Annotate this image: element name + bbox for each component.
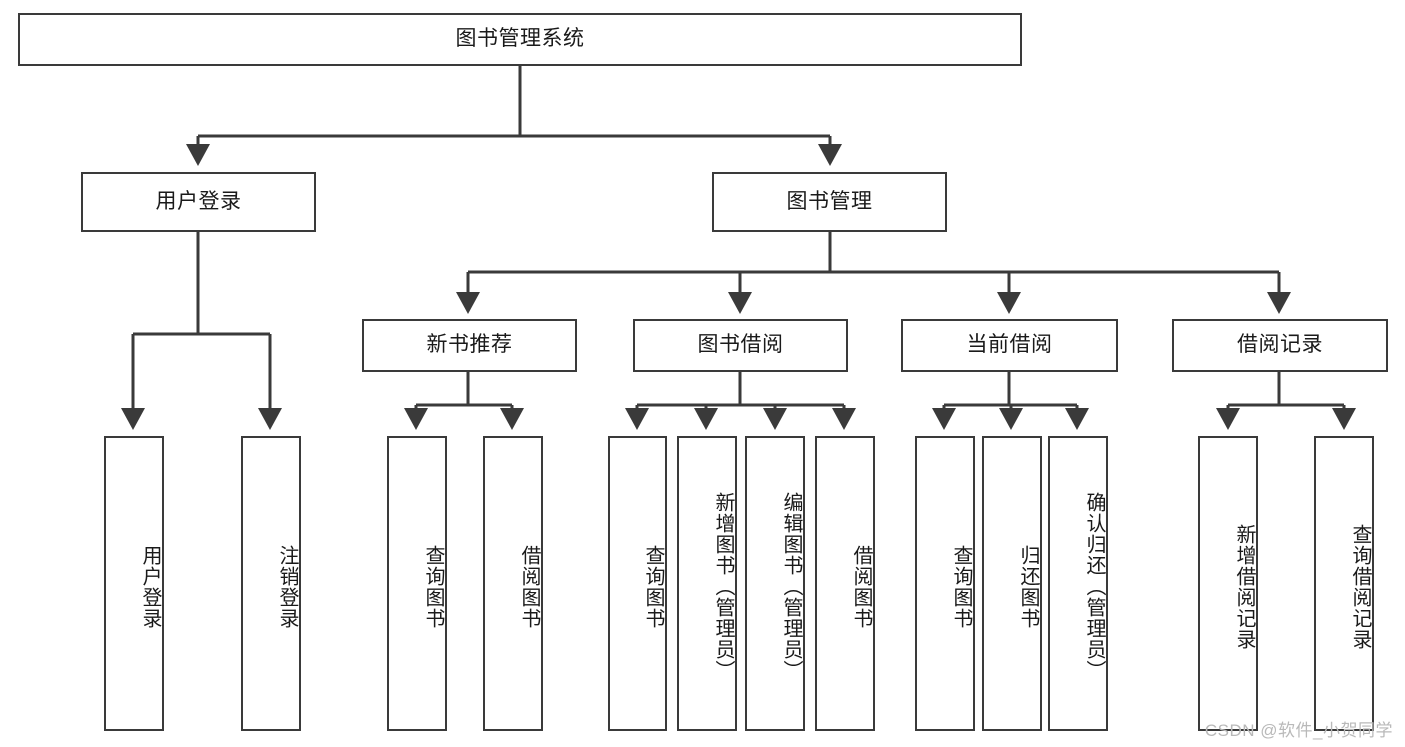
- node-label: 查询图书: [950, 544, 972, 629]
- node-label: 图书借阅: [697, 333, 784, 357]
- node-label: 查询图书: [422, 544, 444, 629]
- leaf-borrow-borrow-book[interactable]: 借阅图书: [815, 436, 875, 731]
- node-root-book-management-system[interactable]: 图书管理系统: [18, 13, 1022, 66]
- node-label: 注销登录: [276, 544, 298, 629]
- node-label: 借阅图书: [850, 544, 872, 629]
- leaf-logout-login[interactable]: 注销登录: [241, 436, 301, 731]
- leaf-record-add-borrow-record[interactable]: 新增借阅记录: [1198, 436, 1258, 731]
- leaf-newbook-query-book[interactable]: 查询图书: [387, 436, 447, 731]
- node-book-borrow[interactable]: 图书借阅: [633, 319, 848, 372]
- node-book-management[interactable]: 图书管理: [712, 172, 947, 232]
- node-user-login[interactable]: 用户登录: [81, 172, 316, 232]
- node-label: 图书管理系统: [455, 27, 585, 51]
- node-label: 查询借阅记录: [1349, 523, 1371, 650]
- node-label: 借阅图书: [518, 544, 540, 629]
- node-label: 新增借阅记录: [1233, 523, 1255, 650]
- node-label: 新书推荐: [426, 333, 513, 357]
- leaf-current-return-book[interactable]: 归还图书: [982, 436, 1042, 731]
- node-label: 图书管理: [786, 189, 873, 213]
- node-label: 归还图书: [1017, 544, 1039, 629]
- node-label: 用户登录: [155, 189, 242, 213]
- node-label: 确认归还（管理员）: [1083, 492, 1105, 681]
- node-label: 编辑图书（管理员）: [780, 492, 802, 681]
- node-label: 当前借阅: [966, 333, 1053, 357]
- node-borrow-record[interactable]: 借阅记录: [1172, 319, 1388, 372]
- leaf-borrow-edit-book-admin[interactable]: 编辑图书（管理员）: [745, 436, 805, 731]
- watermark-text: CSDN @软件_小贺同学: [1204, 721, 1393, 740]
- leaf-record-query-borrow-record[interactable]: 查询借阅记录: [1314, 436, 1374, 731]
- node-label: 用户登录: [139, 544, 161, 629]
- leaf-borrow-query-book[interactable]: 查询图书: [608, 436, 667, 731]
- node-new-book-recommend[interactable]: 新书推荐: [362, 319, 577, 372]
- leaf-borrow-add-book-admin[interactable]: 新增图书（管理员）: [677, 436, 737, 731]
- leaf-user-login[interactable]: 用户登录: [104, 436, 164, 731]
- leaf-current-query-book[interactable]: 查询图书: [915, 436, 975, 731]
- node-label: 新增图书（管理员）: [712, 492, 734, 681]
- leaf-current-confirm-return-admin[interactable]: 确认归还（管理员）: [1048, 436, 1108, 731]
- node-label: 查询图书: [642, 544, 664, 629]
- node-label: 借阅记录: [1237, 333, 1323, 357]
- node-current-borrow[interactable]: 当前借阅: [901, 319, 1118, 372]
- leaf-newbook-borrow-book[interactable]: 借阅图书: [483, 436, 543, 731]
